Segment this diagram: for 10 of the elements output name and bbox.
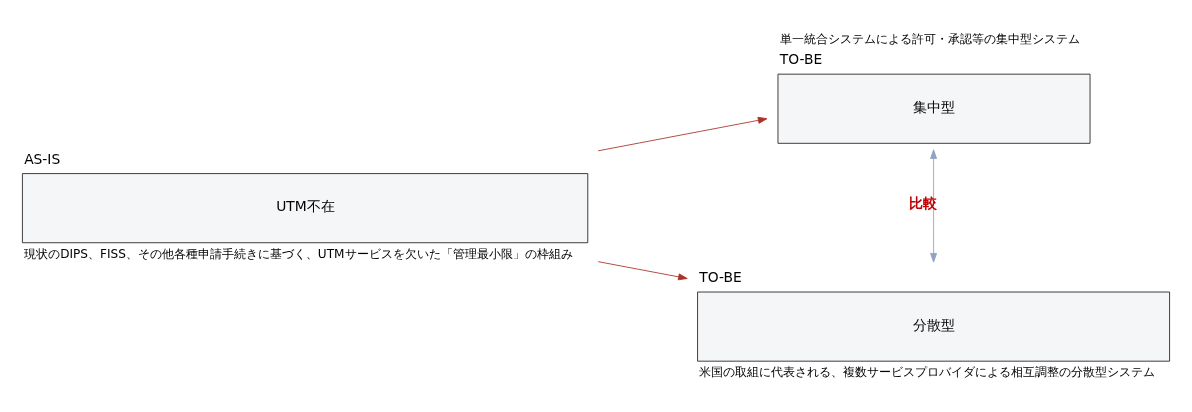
node-label: TO-BE — [699, 269, 742, 286]
node-label: 単一統合システムによる許可・承認等の集中型システム — [779, 32, 1080, 47]
node-label: TO-BE — [779, 51, 823, 68]
node-label: 米国の取組に代表される、複数サービスプロバイダによる相互調整の分散型システム — [699, 365, 1156, 380]
node-label: AS-IS — [24, 150, 61, 167]
arrow — [930, 149, 938, 263]
node-label: 現状のDIPS、FISS、その他各種申請手続きに基づく、UTMサービスを欠いた「管理最小限」の枠組み — [24, 246, 573, 261]
edge-label: 比較 — [909, 195, 938, 212]
arrow — [597, 116, 768, 152]
arrow — [597, 261, 688, 281]
